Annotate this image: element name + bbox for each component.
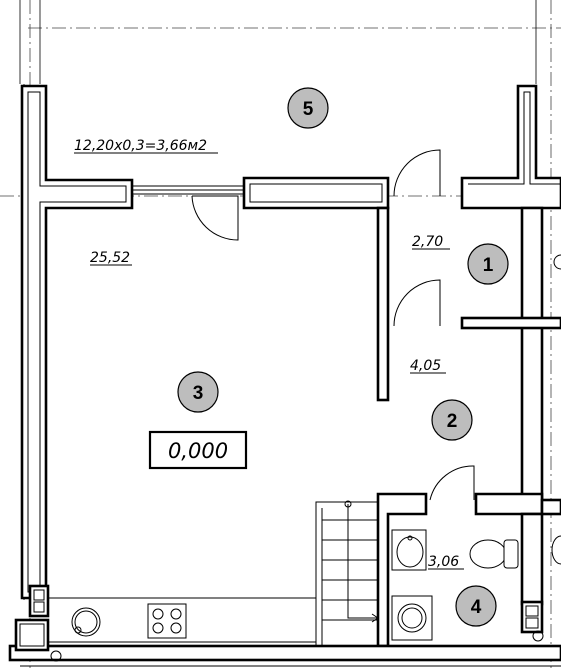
stair-icon — [315, 500, 379, 647]
area-label-5: 12,20x0,3=3,66м2 — [74, 138, 218, 154]
partition-3-2 — [376, 206, 390, 402]
room-marker-5: 5 — [287, 87, 329, 129]
room-marker-2: 2 — [431, 399, 473, 441]
room-number: 5 — [303, 99, 314, 120]
cooktop-icon — [147, 603, 187, 639]
wall-top-middle — [242, 176, 390, 210]
area-text: 25,52 — [90, 250, 130, 266]
area-text: 12,20x0,3=3,66м2 — [74, 138, 207, 154]
room-marker-1: 1 — [467, 243, 509, 285]
area-text: 4,05 — [410, 358, 441, 374]
level-mark: 0,000 — [148, 430, 248, 470]
area-label-2: 4,05 — [410, 358, 446, 374]
bathroom-sink-icon — [391, 529, 427, 571]
wall-left — [20, 84, 134, 600]
ventilation-shafts — [14, 584, 544, 662]
area-label-1: 2,70 — [412, 234, 450, 250]
room-number: 2 — [447, 411, 458, 432]
area-text: 2,70 — [412, 234, 443, 250]
balcony-window — [132, 185, 244, 195]
wall-top-right — [460, 84, 561, 210]
kitchen-counter — [48, 597, 316, 643]
room-number: 1 — [483, 255, 494, 276]
area-label-3: 25,52 — [90, 250, 132, 266]
room-marker-4: 4 — [455, 585, 497, 627]
room-marker-3: 3 — [177, 371, 219, 413]
toilet-icon — [469, 539, 519, 569]
room-number: 3 — [193, 383, 204, 404]
neighbor-fixture — [551, 254, 561, 565]
level-mark-text: 0,000 — [168, 439, 228, 463]
wall-bottom — [8, 644, 561, 667]
washing-machine-icon — [391, 595, 433, 641]
door-swing-icon — [191, 149, 475, 501]
area-label-4: 3,06 — [428, 554, 464, 570]
room-number: 4 — [471, 597, 482, 618]
area-text: 3,06 — [428, 554, 459, 570]
bathroom-walls — [376, 492, 561, 648]
sink-icon — [71, 607, 101, 637]
